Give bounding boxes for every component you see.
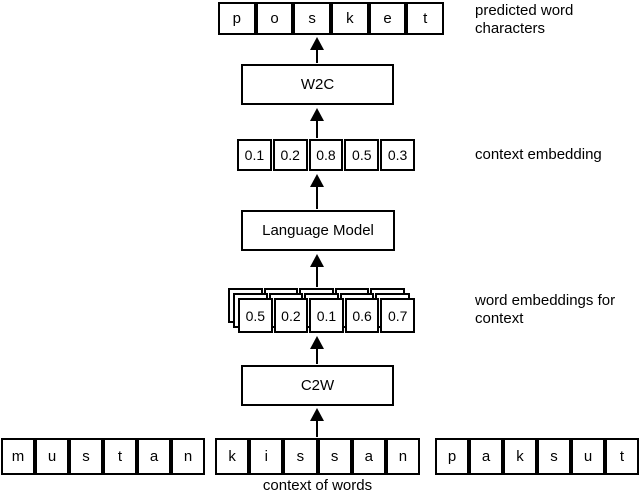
word-char-cell: n bbox=[171, 438, 205, 475]
embedding-value-cell: 0.5 bbox=[238, 298, 273, 333]
c2w-box: C2W bbox=[241, 365, 394, 406]
predicted-word-row: p o s k e t bbox=[218, 2, 445, 35]
embedding-value-cell: 0.5 bbox=[344, 139, 380, 171]
word-char-cell: a bbox=[469, 438, 503, 475]
word-char-cell: m bbox=[1, 438, 35, 475]
label-predicted-word-characters: predicted word characters bbox=[475, 2, 574, 37]
word-char-cell: a bbox=[351, 438, 386, 475]
embedding-value-cell: 0.1 bbox=[237, 139, 272, 171]
word-char-cell: t bbox=[103, 438, 137, 475]
word-char-cell: s bbox=[537, 438, 571, 475]
context-word-row-mustan: m u s t a n bbox=[1, 438, 205, 475]
word-char-cell: u bbox=[35, 438, 69, 475]
word-char-cell: p bbox=[435, 438, 469, 475]
word-char-cell: s bbox=[317, 438, 352, 475]
embedding-value-cell: 0.1 bbox=[309, 298, 344, 333]
arrow-up-icon bbox=[310, 37, 324, 63]
predicted-char-cell: s bbox=[293, 2, 332, 35]
word-char-cell: n bbox=[385, 438, 421, 475]
word-char-cell: k bbox=[503, 438, 537, 475]
context-embedding-row: 0.1 0.2 0.8 0.5 0.3 bbox=[237, 139, 415, 171]
word-char-cell: a bbox=[137, 438, 171, 475]
arrow-up-icon bbox=[310, 108, 324, 138]
embedding-value-cell: 0.3 bbox=[380, 139, 415, 171]
embedding-value-cell: 0.2 bbox=[273, 298, 309, 333]
context-word-row-kissan: k i s s a n bbox=[215, 438, 421, 475]
word-char-cell: k bbox=[215, 438, 250, 475]
predicted-char-cell: e bbox=[368, 2, 407, 35]
word-char-cell: i bbox=[249, 438, 284, 475]
context-word-row-paksut: p a k s u t bbox=[435, 438, 639, 475]
label-context-of-words: context of words bbox=[262, 477, 373, 494]
predicted-char-cell: o bbox=[255, 2, 294, 35]
w2c-box: W2C bbox=[241, 64, 394, 105]
arrow-up-icon bbox=[310, 174, 324, 209]
word-char-cell: s bbox=[283, 438, 318, 475]
label-context-embedding: context embedding bbox=[475, 146, 602, 163]
word-char-cell: t bbox=[605, 438, 639, 475]
predicted-char-cell: p bbox=[218, 2, 256, 35]
language-model-box: Language Model bbox=[241, 210, 395, 251]
predicted-char-cell: k bbox=[331, 2, 369, 35]
arrow-up-icon bbox=[310, 336, 324, 364]
embedding-value-cell: 0.6 bbox=[344, 298, 380, 333]
arrow-up-icon bbox=[310, 254, 324, 287]
embedding-value-cell: 0.7 bbox=[380, 298, 415, 333]
word-embeddings-row: 0.5 0.2 0.1 0.6 0.7 bbox=[238, 298, 415, 333]
word-char-cell: u bbox=[571, 438, 605, 475]
arrow-up-icon bbox=[310, 408, 324, 437]
label-word-embeddings-for-context: word embeddings for context bbox=[475, 292, 616, 327]
predicted-char-cell: t bbox=[406, 2, 445, 35]
embedding-value-cell: 0.8 bbox=[308, 139, 344, 171]
embedding-value-cell: 0.2 bbox=[272, 139, 308, 171]
word-char-cell: s bbox=[69, 438, 103, 475]
